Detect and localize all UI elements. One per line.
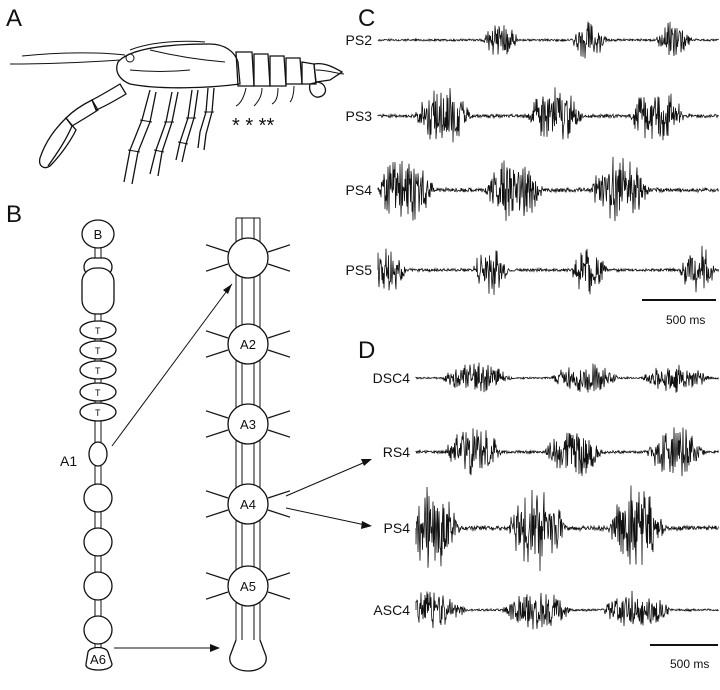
trace-ps3 xyxy=(377,87,719,143)
segmental-nerve xyxy=(205,330,229,339)
segmental-nerve xyxy=(205,263,229,272)
panel-label-c: C xyxy=(358,5,375,32)
thoracic-label-3: T xyxy=(95,366,101,376)
ganglion-a3 xyxy=(227,403,269,445)
a4-label: A4 xyxy=(240,497,256,512)
thoracic-label-5: T xyxy=(95,408,101,418)
segmental-nerve xyxy=(267,572,291,581)
a5-label: A5 xyxy=(240,579,256,594)
enlarged-cord xyxy=(227,217,269,672)
segmental-nerve xyxy=(267,244,291,253)
segmental-nerve xyxy=(267,509,291,518)
trace-ps4 xyxy=(377,156,719,222)
a6-label: A6 xyxy=(90,652,106,667)
segmental-nerve xyxy=(267,591,291,600)
trace-dsc4 xyxy=(415,362,719,393)
segmental-nerve xyxy=(267,410,291,419)
trace-ps2 xyxy=(377,21,719,59)
trace-rs4 xyxy=(415,427,719,477)
segmental-nerve xyxy=(205,591,229,600)
segmental-nerve xyxy=(205,429,229,438)
segmental-nerve xyxy=(205,572,229,581)
brain-ganglion xyxy=(81,219,115,249)
thoracic-label-2: T xyxy=(95,346,101,356)
a2-label: A2 xyxy=(240,337,256,352)
panel-label-b: B xyxy=(6,201,22,228)
ganglion-a2 xyxy=(227,323,269,365)
segmental-nerve xyxy=(205,349,229,358)
trace-label-ps4: PS4 xyxy=(384,520,411,536)
segmental-nerve xyxy=(267,429,291,438)
trace-label-dsc4: DSC4 xyxy=(373,370,411,386)
brain-label: B xyxy=(94,227,103,242)
trace-label-ps3: PS3 xyxy=(346,108,373,124)
panel-label-d: D xyxy=(358,337,375,364)
a3-label: A3 xyxy=(240,417,256,432)
trace-asc4 xyxy=(415,590,719,630)
scale-label-d: 500 ms xyxy=(670,657,709,671)
crayfish-drawing xyxy=(9,40,345,185)
thoracic-label-4: T xyxy=(95,388,101,398)
trace-ps5 xyxy=(377,245,719,295)
recording-arrows xyxy=(285,459,372,529)
subesophageal-ganglion xyxy=(81,267,115,315)
ganglion-a4 xyxy=(227,483,269,525)
segmental-nerves xyxy=(205,244,291,600)
trace-label-ps4: PS4 xyxy=(346,182,373,198)
trace-ps4 xyxy=(415,485,719,572)
ganglion-a6 xyxy=(85,646,113,671)
segmental-nerve xyxy=(267,330,291,339)
segmental-nerve xyxy=(205,244,229,253)
trace-label-ps5: PS5 xyxy=(346,262,373,278)
nerve-cord-schematic xyxy=(79,219,117,671)
segmental-nerve xyxy=(267,263,291,272)
segmental-nerve xyxy=(205,509,229,518)
thoracic-label-1: T xyxy=(95,326,101,336)
ganglion-a1 xyxy=(88,441,108,467)
trace-label-ps2: PS2 xyxy=(346,32,373,48)
trace-label-asc4: ASC4 xyxy=(373,602,410,618)
swimmeret-asterisks: * * ** xyxy=(232,115,274,137)
ganglion-a5 xyxy=(227,565,269,607)
trace-label-rs4: RS4 xyxy=(383,444,410,460)
segmental-nerve xyxy=(267,490,291,499)
segmental-nerve xyxy=(267,349,291,358)
segmental-nerve xyxy=(205,490,229,499)
scale-label-c: 500 ms xyxy=(666,313,705,327)
a1-label: A1 xyxy=(60,453,77,469)
cord-arrows xyxy=(111,283,233,652)
segmental-nerve xyxy=(205,410,229,419)
panel-label-a: A xyxy=(6,5,22,32)
